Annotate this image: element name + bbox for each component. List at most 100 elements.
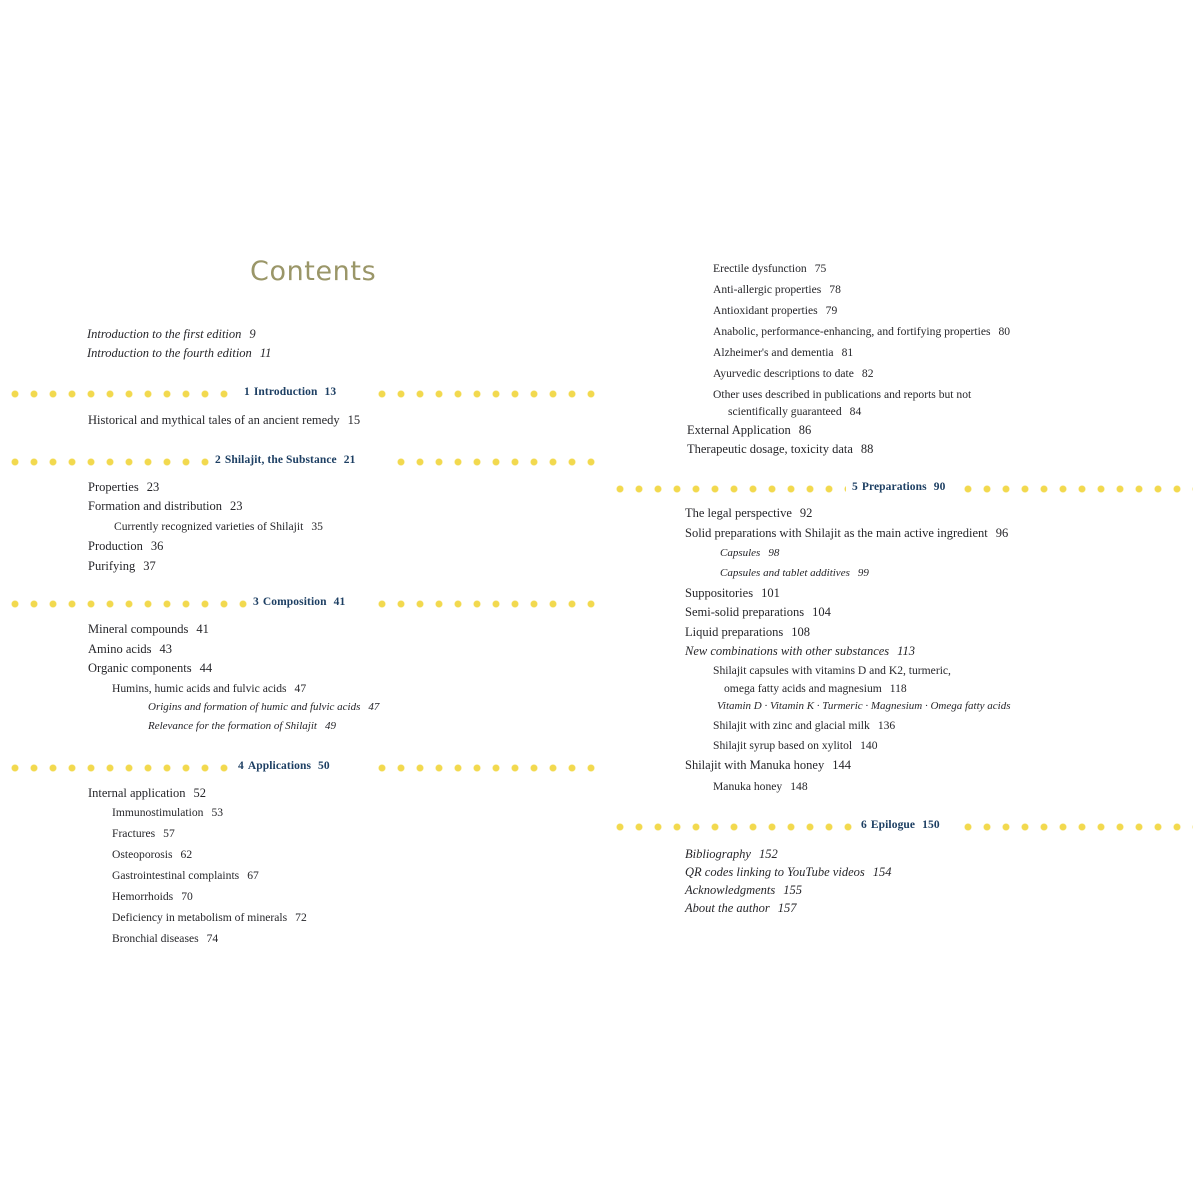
toc-entry-label: Semi-solid preparations <box>685 605 805 619</box>
dot-row-right-icon <box>963 481 1193 497</box>
toc-entry-page: 154 <box>872 865 892 879</box>
toc-entry-ch5-8[interactable]: Shilajit capsules with vitamins D and K2… <box>713 664 951 677</box>
toc-entry-ch4-9[interactable]: Anti-allergic properties 78 <box>713 283 841 296</box>
toc-entry-label: About the author <box>685 901 770 915</box>
toc-entry-ch4-16[interactable]: External Application 86 <box>687 424 811 437</box>
toc-entry-page: 41 <box>196 622 209 636</box>
toc-entry-page: 52 <box>193 786 207 800</box>
toc-entry-ch5-10[interactable]: Vitamin D · Vitamin K · Turmeric · Magne… <box>717 700 1011 713</box>
toc-entry-ch3-4[interactable]: Origins and formation of humic and fulvi… <box>148 701 379 714</box>
toc-entry-label: Production <box>88 539 143 553</box>
toc-entry-page: 57 <box>163 827 175 840</box>
toc-entry-ch1-0[interactable]: Historical and mythical tales of an anci… <box>88 414 360 427</box>
dot-row-left-icon <box>10 596 252 612</box>
toc-entry-page: 79 <box>825 304 838 317</box>
toc-entry-label: Organic components <box>88 661 192 675</box>
toc-entry-page: 78 <box>829 283 841 296</box>
chapter-title: Preparations <box>861 481 927 493</box>
toc-entry-page: 49 <box>324 720 336 732</box>
toc-entry-page: 62 <box>180 848 193 861</box>
toc-entry-ch4-0[interactable]: Internal application 52 <box>88 787 206 800</box>
chapter-number: 6 <box>861 819 867 831</box>
toc-entry-page: 108 <box>791 625 810 639</box>
toc-entry-ch2-2[interactable]: Currently recognized varieties of Shilaj… <box>114 520 323 533</box>
toc-entry-page: 47 <box>294 682 307 695</box>
toc-entry-ch4-11[interactable]: Anabolic, performance-enhancing, and for… <box>713 325 1010 338</box>
toc-entry-page: 35 <box>311 520 323 533</box>
toc-entry-ch4-14[interactable]: Other uses described in publications and… <box>713 388 971 401</box>
chapter-title: Composition <box>262 596 327 608</box>
toc-entry-label: Ayurvedic descriptions to date <box>713 367 854 380</box>
toc-entry-page: 47 <box>368 701 380 713</box>
toc-entry-page: 70 <box>181 890 193 903</box>
toc-entry-page: 23 <box>146 480 160 494</box>
toc-entry-page: 144 <box>832 758 851 772</box>
toc-entry-page: 80 <box>998 325 1011 338</box>
toc-entry-page: 96 <box>995 526 1009 540</box>
toc-entry-ch5-1[interactable]: Solid preparations with Shilajit as the … <box>685 527 1008 540</box>
toc-entry-label: External Application <box>687 423 791 437</box>
chapter-title: Epilogue <box>870 819 916 831</box>
toc-entry-label: Alzheimer's and dementia <box>713 346 834 359</box>
toc-entry-page: 86 <box>798 423 812 437</box>
toc-entry-page: 92 <box>799 506 813 520</box>
toc-entry-label: Internal application <box>88 786 186 800</box>
toc-entry-label: Formation and distribution <box>88 499 223 513</box>
toc-entry-label: Anti-allergic properties <box>713 283 822 296</box>
toc-entry-page: 15 <box>347 413 361 427</box>
toc-entry-page: 136 <box>877 719 896 732</box>
chapter-page: 21 <box>343 454 356 466</box>
dot-row-right-icon <box>963 819 1193 835</box>
toc-entry-label: Gastrointestinal complaints <box>112 869 240 882</box>
toc-entry-page: 74 <box>206 932 219 945</box>
toc-entry-label: Solid preparations with Shilajit as the … <box>685 526 988 540</box>
